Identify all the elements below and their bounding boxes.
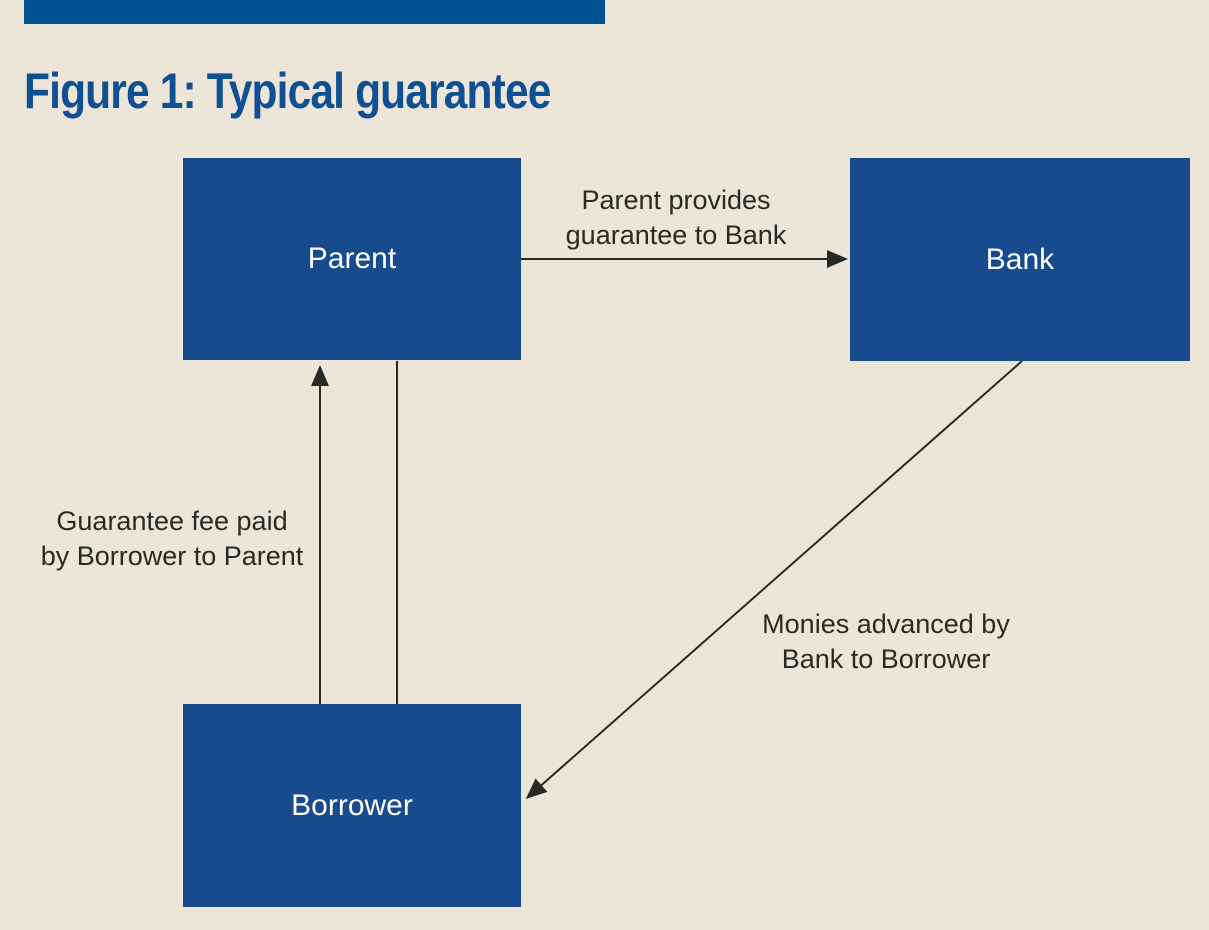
edge-label-line: by Borrower to Parent [40, 541, 304, 571]
edge-label-borrower-to-parent: Guarantee fee paid by Borrower to Parent [2, 504, 342, 574]
node-borrower: Borrower [183, 704, 521, 907]
edge-label-line: Monies advanced by [762, 609, 1010, 639]
edge-label-line: Parent provides [581, 185, 771, 215]
header-bar [24, 0, 605, 24]
node-bank-label: Bank [985, 242, 1055, 276]
edge-label-line: guarantee to Bank [565, 220, 787, 250]
arrow-bank-to-borrower [525, 360, 1023, 799]
node-parent: Parent [183, 158, 521, 360]
edge-label-parent-to-bank: Parent provides guarantee to Bank [526, 183, 826, 253]
edge-label-bank-to-borrower: Monies advanced by Bank to Borrower [716, 607, 1056, 677]
figure-title: Figure 1: Typical guarantee [24, 63, 551, 119]
node-borrower-label: Borrower [291, 788, 413, 822]
node-bank: Bank [850, 158, 1190, 361]
node-parent-label: Parent [307, 242, 397, 275]
edge-label-line: Bank to Borrower [781, 644, 991, 674]
edge-label-line: Guarantee fee paid [56, 506, 288, 536]
